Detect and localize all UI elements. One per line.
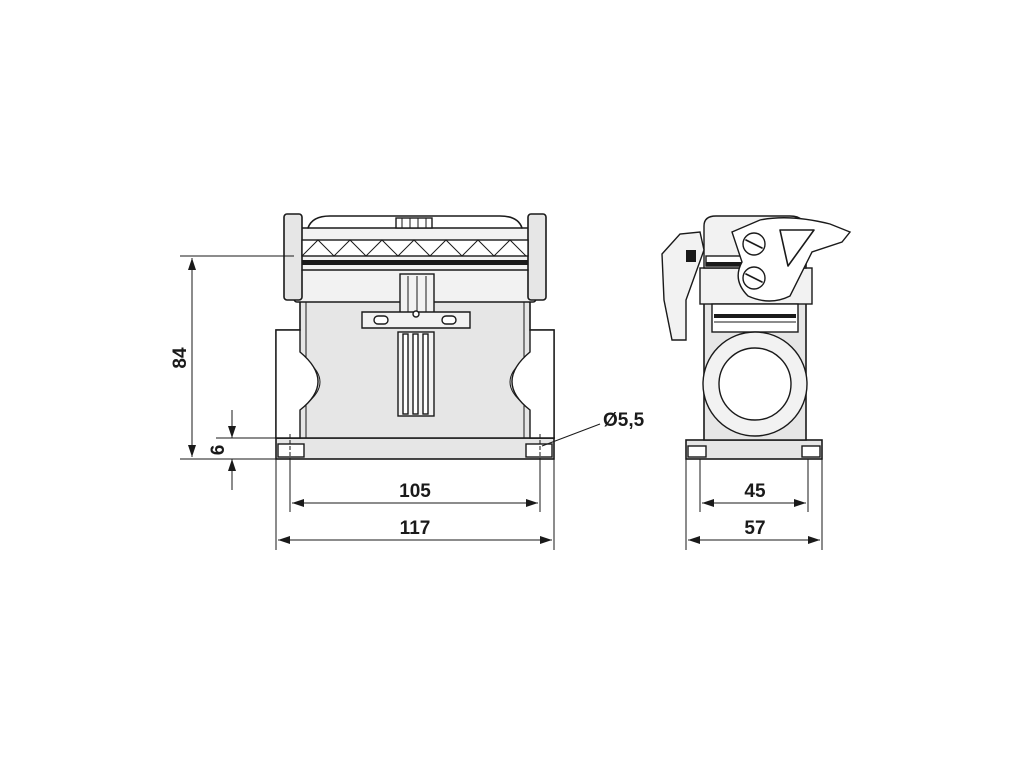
front-lattice bbox=[301, 239, 527, 257]
front-seal-strip bbox=[302, 260, 528, 265]
front-left-foot bbox=[277, 443, 305, 458]
dim-label-117: 117 bbox=[400, 518, 431, 539]
front-left-lever bbox=[283, 213, 303, 301]
dim-label-hole-diameter: Ø5,5 bbox=[603, 410, 645, 431]
front-center-bracket bbox=[361, 311, 471, 329]
dim-label-45: 45 bbox=[744, 481, 766, 502]
front-right-foot bbox=[525, 443, 553, 458]
dim-leader-hole bbox=[541, 423, 601, 447]
front-left-cutout bbox=[275, 329, 319, 439]
dim-label-57: 57 bbox=[744, 518, 765, 539]
front-right-lever bbox=[527, 213, 547, 301]
front-lattice-band bbox=[301, 239, 529, 257]
front-base-plate bbox=[275, 437, 555, 460]
dimensions: 84 6 105 117 Ø5,5 45 57 bbox=[170, 255, 823, 550]
side-view bbox=[661, 215, 852, 460]
front-lid-top bbox=[307, 215, 523, 229]
front-view bbox=[275, 213, 555, 460]
side-cable-entry-inner bbox=[718, 347, 792, 421]
dim-label-105: 105 bbox=[399, 481, 431, 502]
dim-label-84: 84 bbox=[170, 347, 191, 369]
dim-label-6: 6 bbox=[208, 445, 229, 456]
side-lever-left-latch bbox=[661, 231, 705, 341]
front-lid-vent bbox=[395, 217, 433, 229]
front-right-cutout bbox=[511, 329, 555, 439]
